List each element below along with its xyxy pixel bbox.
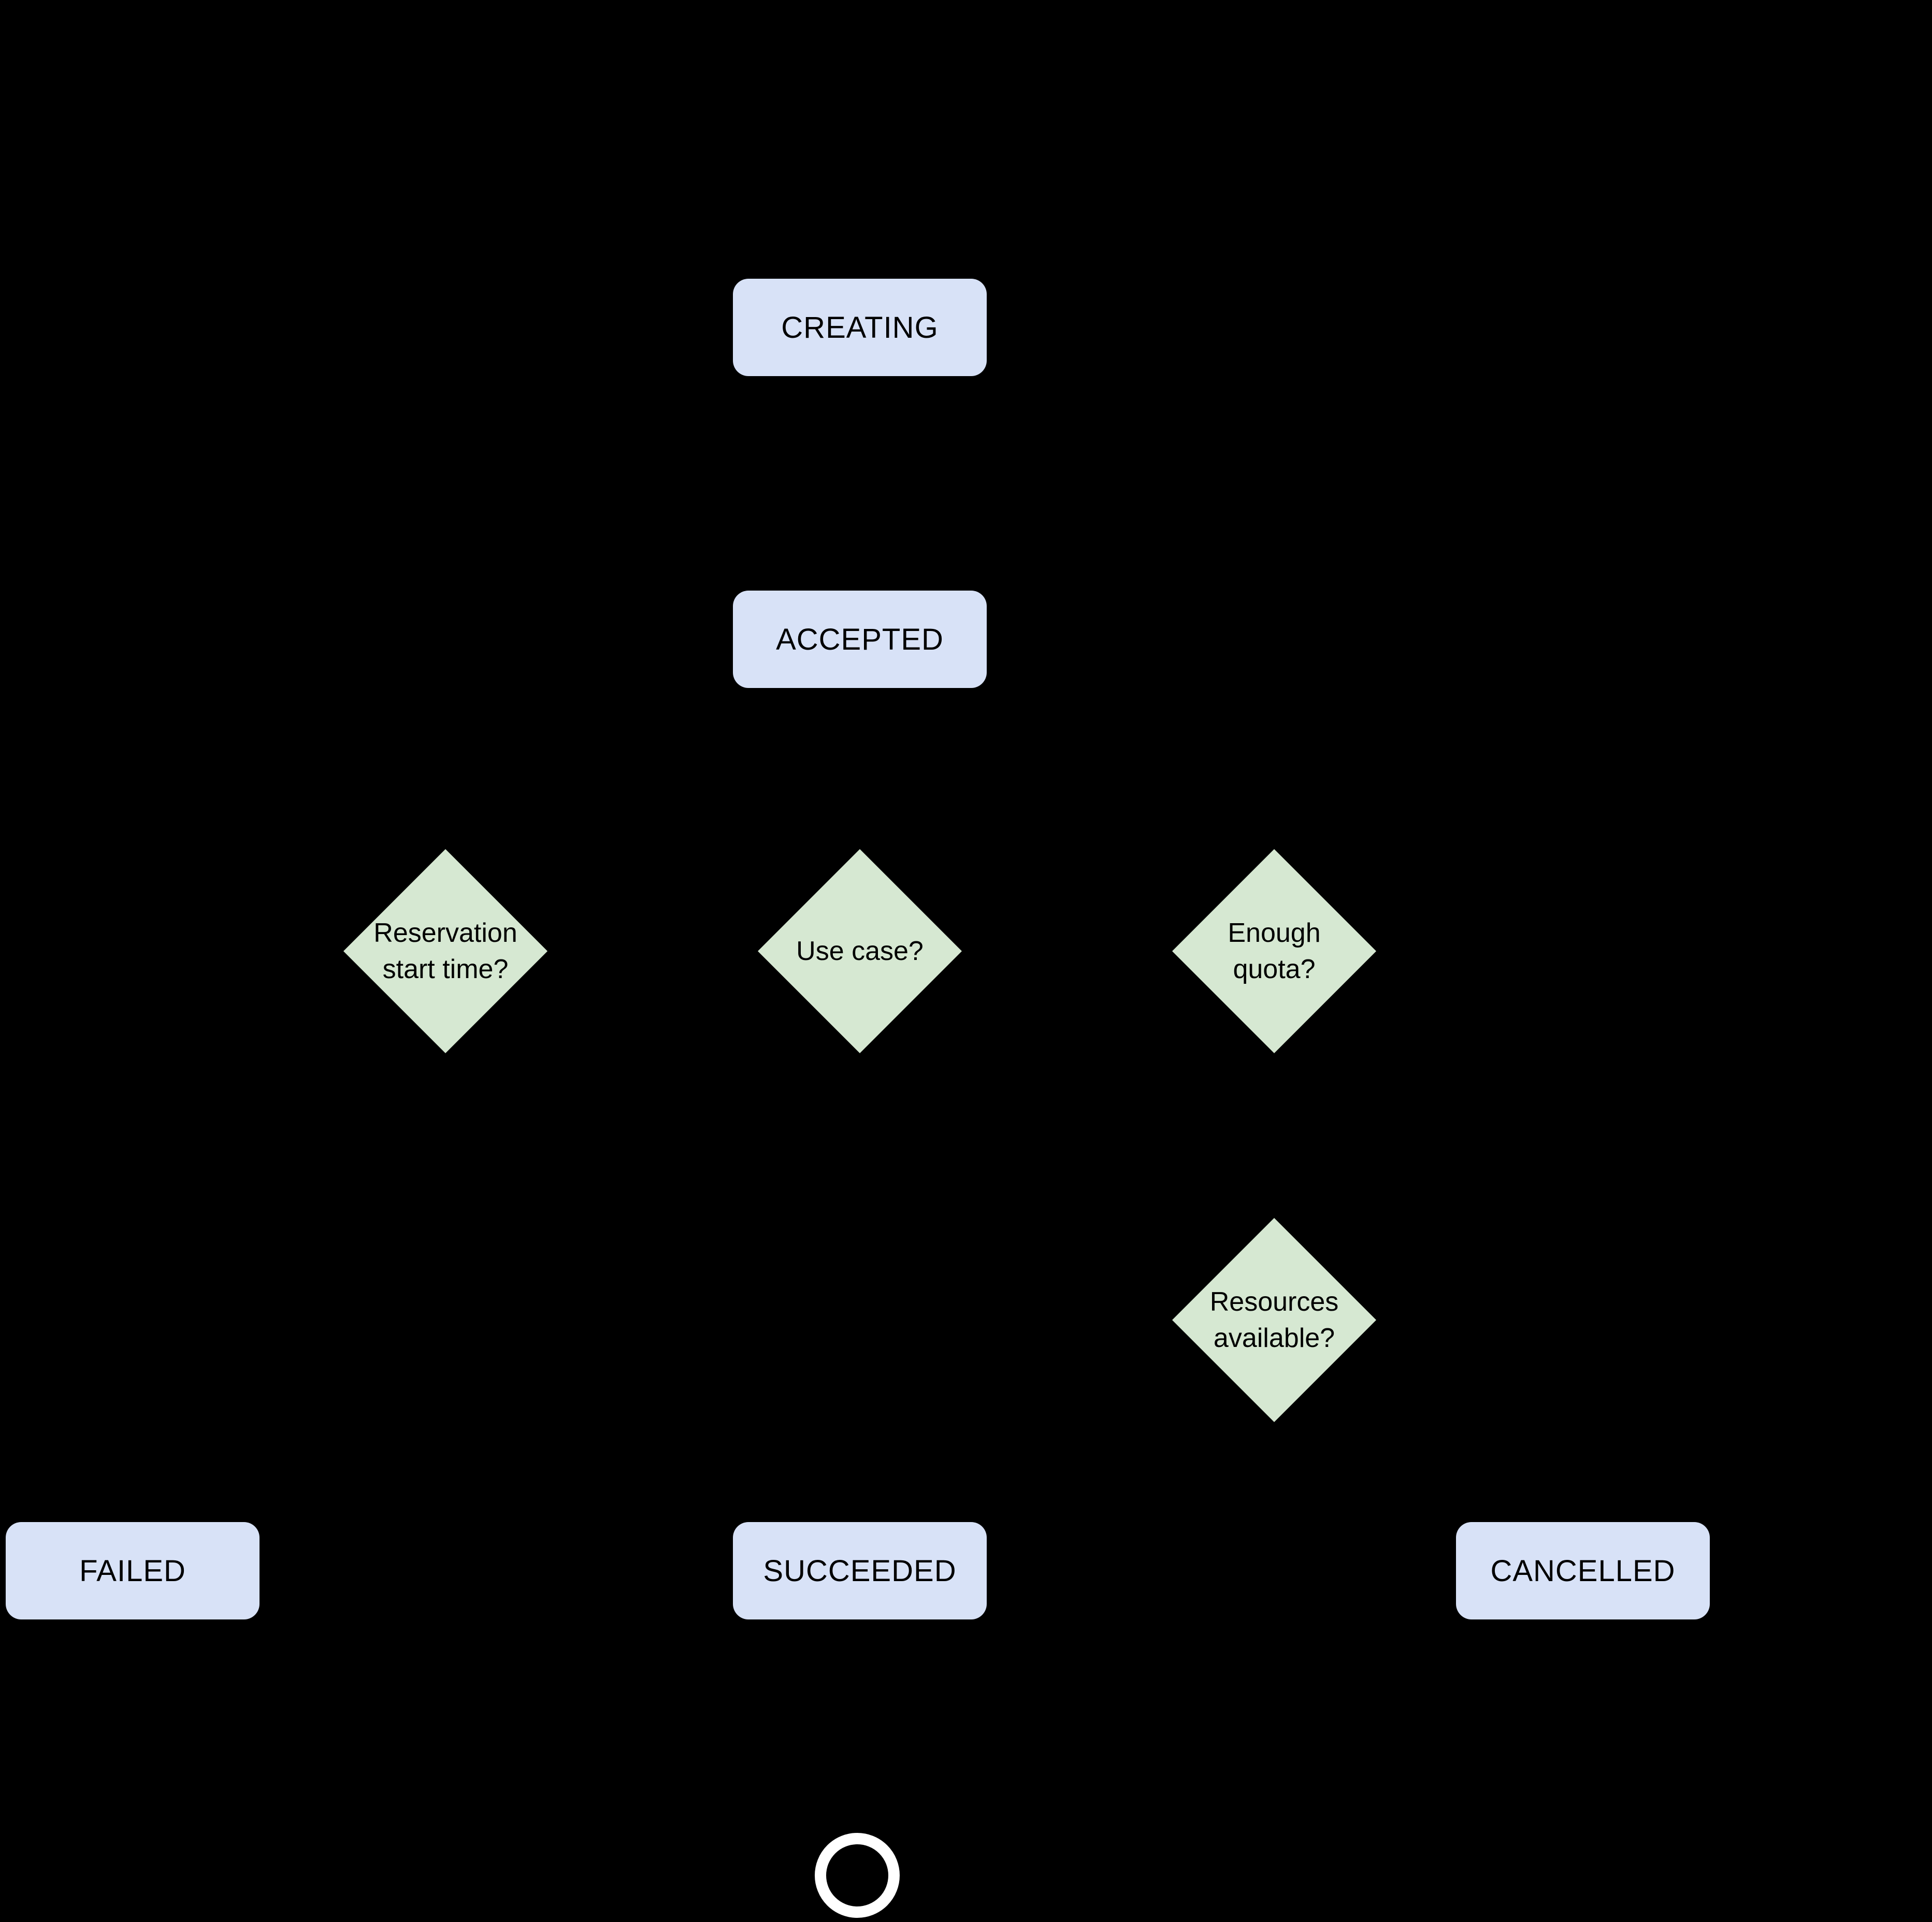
state-node-creating: CREATING <box>733 279 987 376</box>
decision-label-line: quota? <box>1233 954 1316 984</box>
decision-label-line: Use case? <box>796 936 924 966</box>
end-state-circle-icon <box>815 1833 900 1918</box>
state-node-failed: FAILED <box>6 1522 259 1619</box>
state-label-succeeded: SUCCEEDED <box>763 1554 957 1588</box>
state-label-failed: FAILED <box>79 1554 186 1588</box>
state-node-cancelled: CANCELLED <box>1456 1522 1710 1619</box>
state-label-cancelled: CANCELLED <box>1490 1554 1676 1588</box>
state-label-creating: CREATING <box>781 310 939 345</box>
state-node-succeeded: SUCCEEDED <box>733 1522 987 1619</box>
decision-label-line: Resources <box>1209 1287 1339 1317</box>
decision-node-reservation-start-time: Reservation start time? <box>343 849 547 1053</box>
decision-node-enough-quota: Enough quota? <box>1172 849 1376 1053</box>
state-label-accepted: ACCEPTED <box>776 622 944 656</box>
decision-label-line: Reservation <box>373 918 517 948</box>
decision-node-use-case: Use case? <box>758 849 962 1053</box>
state-node-accepted: ACCEPTED <box>733 591 987 688</box>
decision-label-line: available? <box>1213 1323 1335 1353</box>
decision-node-resources-available: Resources available? <box>1172 1218 1376 1422</box>
decision-label-line: start time? <box>382 954 509 984</box>
decision-label-line: Enough <box>1228 918 1321 948</box>
